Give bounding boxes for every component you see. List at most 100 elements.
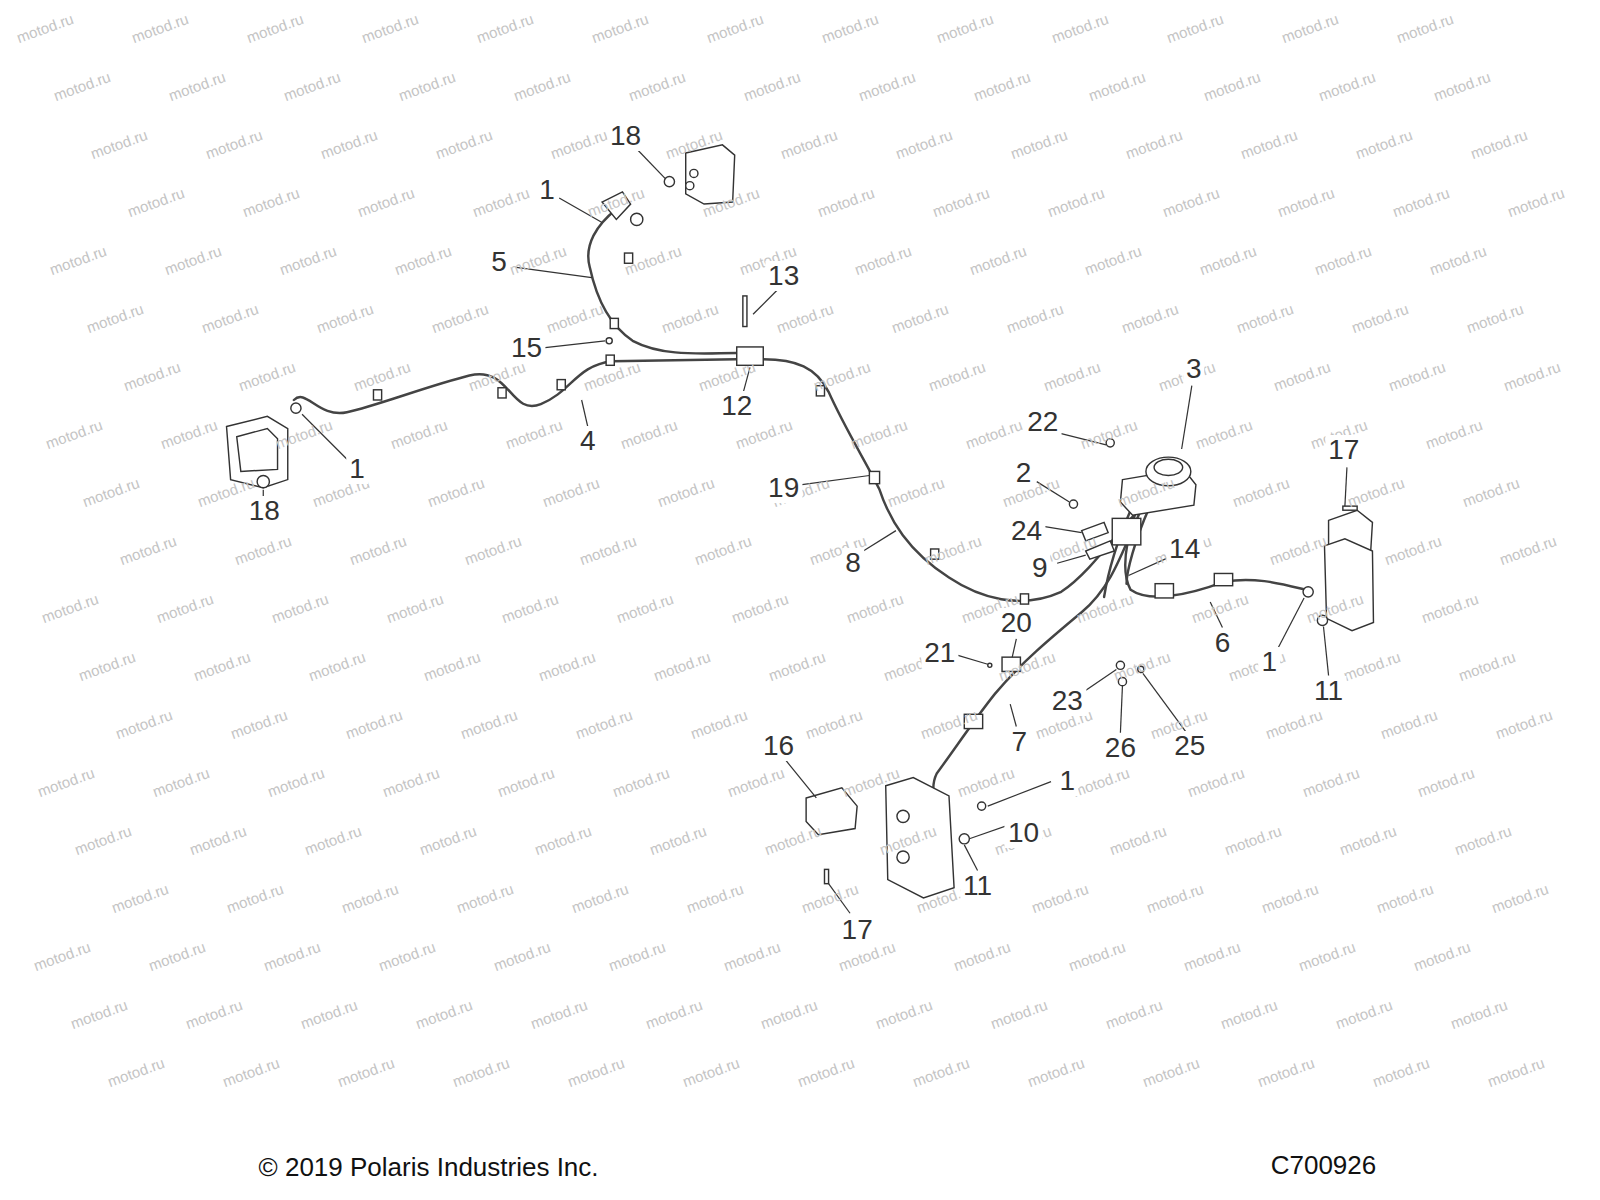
watermark: motod.ru	[1301, 765, 1362, 799]
watermark: motod.ru	[377, 939, 438, 973]
watermark: motod.ru	[463, 533, 524, 567]
watermark: motod.ru	[40, 591, 101, 625]
watermark: motod.ru	[1350, 301, 1411, 335]
watermark: motod.ru	[693, 533, 754, 567]
watermark: motod.ru	[192, 649, 253, 683]
watermark: motod.ru	[812, 359, 873, 393]
watermark: motod.ru	[122, 359, 183, 393]
watermark: motod.ru	[299, 997, 360, 1031]
watermark: motod.ru	[114, 707, 175, 741]
watermark: motod.ru	[849, 417, 910, 451]
watermark: motod.ru	[972, 69, 1033, 103]
watermark: motod.ru	[15, 11, 76, 45]
watermark: motod.ru	[923, 533, 984, 567]
watermark: motod.ru	[85, 301, 146, 335]
watermark: motod.ru	[106, 1055, 167, 1089]
watermark: motod.ru	[820, 11, 881, 45]
watermark: motod.ru	[356, 185, 417, 219]
watermark: motod.ru	[200, 301, 261, 335]
watermark: motod.ru	[69, 997, 130, 1031]
watermark: motod.ru	[767, 649, 828, 683]
callout-number: 11	[1311, 676, 1346, 706]
watermark: motod.ru	[508, 243, 569, 277]
watermark: motod.ru	[697, 359, 758, 393]
watermark: motod.ru	[1124, 127, 1185, 161]
watermark: motod.ru	[496, 765, 557, 799]
watermark: motod.ru	[245, 11, 306, 45]
callout-number: 1	[536, 175, 558, 205]
watermark: motod.ru	[118, 533, 179, 567]
watermark: motod.ru	[1280, 11, 1341, 45]
callout-number: 23	[1049, 686, 1086, 716]
watermark: motod.ru	[414, 997, 475, 1031]
callout-number: 24	[1008, 516, 1045, 546]
watermark: motod.ru	[722, 939, 783, 973]
watermark: motod.ru	[389, 417, 450, 451]
callout-number: 5	[488, 247, 510, 277]
watermark: motod.ru	[1371, 1055, 1432, 1089]
watermark: motod.ru	[1490, 881, 1551, 915]
brake-lines	[294, 209, 1306, 808]
line-clips	[373, 253, 1232, 729]
watermark: motod.ru	[500, 591, 561, 625]
watermark: motod.ru	[997, 649, 1058, 683]
watermark: motod.ru	[1239, 127, 1300, 161]
watermark: motod.ru	[1223, 823, 1284, 857]
watermark: motod.ru	[1071, 765, 1132, 799]
watermark: motod.ru	[1297, 939, 1358, 973]
callout-number: 10	[1005, 818, 1042, 848]
watermark: motod.ru	[475, 11, 536, 45]
watermark: motod.ru	[233, 533, 294, 567]
watermark: motod.ru	[52, 69, 113, 103]
watermark: motod.ru	[1108, 823, 1169, 857]
watermark: motod.ru	[1395, 11, 1456, 45]
watermark: motod.ru	[545, 301, 606, 335]
watermark: motod.ru	[1268, 533, 1329, 567]
watermark: motod.ru	[278, 243, 339, 277]
callout-number: 14	[1166, 534, 1203, 564]
watermark: motod.ru	[1494, 707, 1555, 741]
watermark: motod.ru	[1391, 185, 1452, 219]
watermark: motod.ru	[348, 533, 409, 567]
watermark: motod.ru	[566, 1055, 627, 1089]
watermark: motod.ru	[110, 881, 171, 915]
watermark: motod.ru	[615, 591, 676, 625]
watermark: motod.ru	[1026, 1055, 1087, 1089]
watermark: motod.ru	[590, 11, 651, 45]
watermark: motod.ru	[1104, 997, 1165, 1031]
watermark: motod.ru	[775, 301, 836, 335]
watermark: motod.ru	[492, 939, 553, 973]
watermark: motod.ru	[340, 881, 401, 915]
callout-number: 17	[839, 915, 876, 945]
watermark: motod.ru	[1317, 69, 1378, 103]
watermark: motod.ru	[1383, 533, 1444, 567]
callout-number: 12	[718, 391, 755, 421]
watermark: motod.ru	[36, 765, 97, 799]
watermark: motod.ru	[853, 243, 914, 277]
watermark: motod.ru	[307, 649, 368, 683]
callout-number: 7	[1009, 727, 1031, 757]
watermark: motod.ru	[89, 127, 150, 161]
watermark: motod.ru	[282, 69, 343, 103]
watermark: motod.ru	[730, 591, 791, 625]
watermark: motod.ru	[1186, 765, 1247, 799]
watermark: motod.ru	[315, 301, 376, 335]
watermark: motod.ru	[270, 591, 331, 625]
watermark: motod.ru	[1506, 185, 1567, 219]
watermark: motod.ru	[397, 69, 458, 103]
watermark: motod.ru	[1502, 359, 1563, 393]
footer-text: © 2019 Polaris Industries Inc.	[256, 1153, 602, 1181]
watermark: motod.ru	[627, 69, 688, 103]
watermark: motod.ru	[1087, 69, 1148, 103]
watermark: motod.ru	[44, 417, 105, 451]
watermark: motod.ru	[541, 475, 602, 509]
watermark: motod.ru	[1346, 475, 1407, 509]
watermark: motod.ru	[1190, 591, 1251, 625]
watermark: motod.ru	[570, 881, 631, 915]
watermark: motod.ru	[1449, 997, 1510, 1031]
watermark: motod.ru	[1313, 243, 1374, 277]
watermark: motod.ru	[1412, 939, 1473, 973]
watermark: motod.ru	[81, 475, 142, 509]
watermark: motod.ru	[266, 765, 327, 799]
